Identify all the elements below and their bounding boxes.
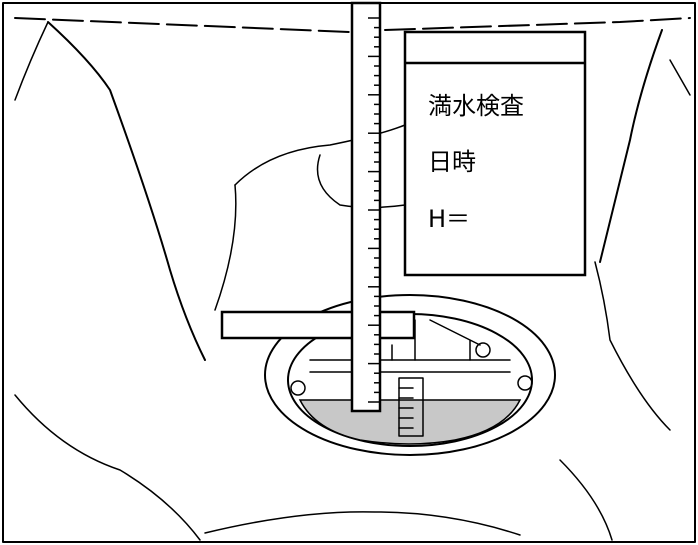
left-fitting (290, 380, 306, 396)
inner-gauge-ticks (398, 387, 414, 429)
right-tank-wall (599, 29, 663, 263)
left-tank-wall (47, 21, 206, 361)
board-height-label: H＝ (428, 205, 471, 233)
right-tank-edge (669, 59, 691, 96)
board-datetime-label: 日時 (428, 148, 476, 176)
tank-top-edge (14, 17, 691, 33)
inner-pipe (309, 359, 511, 373)
inner-gauge (398, 377, 424, 437)
inner-bracket (429, 319, 481, 361)
right-fitting (517, 375, 533, 391)
ruler-ticks (368, 17, 380, 403)
lower-left-contour (14, 394, 201, 541)
horizontal-support-bar (220, 310, 416, 340)
lower-right-contour (559, 459, 613, 541)
board-title: 満水検査 (428, 92, 524, 120)
left-shoulder-side (214, 184, 237, 311)
float-valve (475, 342, 491, 358)
boss-outline (316, 154, 406, 209)
sign-board (403, 30, 587, 277)
manhole-outer-rim (264, 294, 556, 456)
left-tank-edge (14, 21, 49, 101)
lower-center-contour (204, 511, 521, 536)
left-shoulder (234, 124, 406, 186)
right-shoulder (594, 261, 671, 431)
water-surface (298, 399, 522, 445)
measuring-ruler (350, 1, 382, 413)
